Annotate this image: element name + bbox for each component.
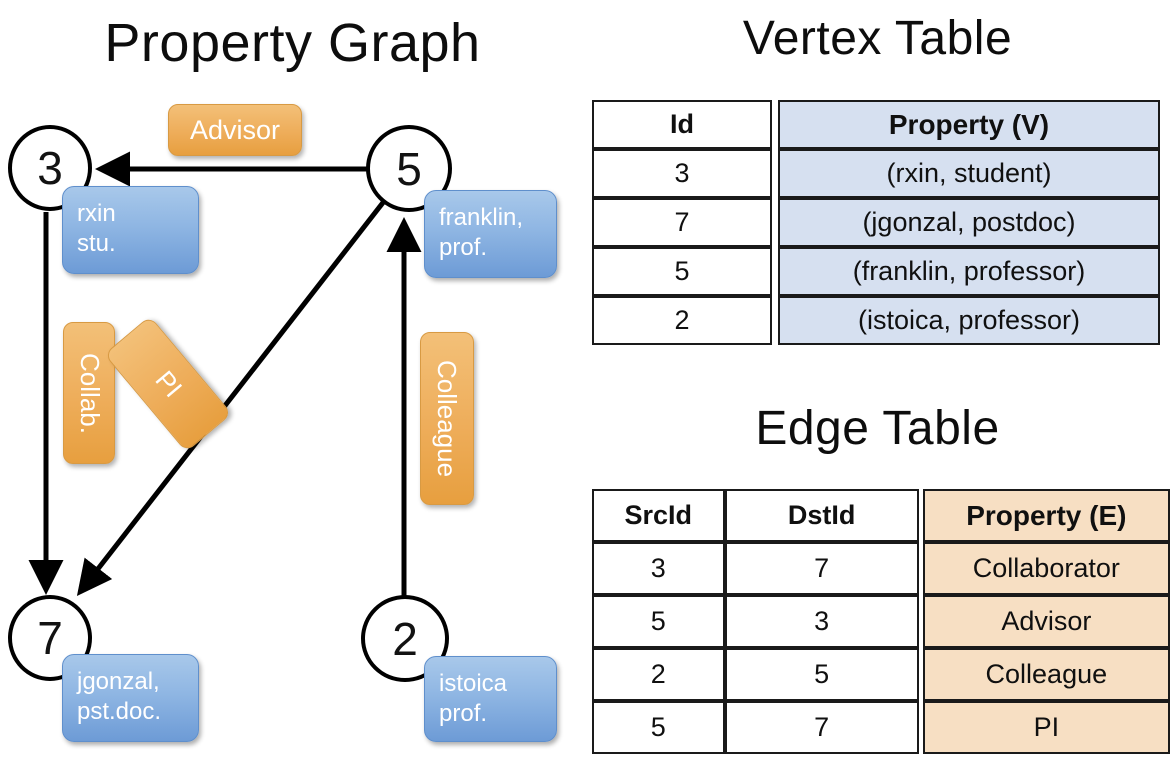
edge-badge-colleague-label: Colleague <box>432 359 463 478</box>
vertex-table-column-gap <box>772 100 778 149</box>
table-row: 2 (istoica, professor) <box>592 296 1160 345</box>
vertex-cell-id: 5 <box>592 247 772 296</box>
edge-table-column-gap <box>918 595 923 648</box>
node-label-5-line1: franklin, <box>439 204 524 231</box>
vertex-table-column-gap <box>772 296 778 345</box>
edge-badge-pi-label: PI <box>148 364 188 403</box>
node-label-3-line2: stu. <box>77 230 116 257</box>
edge-table: SrcId DstId Property (E) 3 7 Collaborato… <box>592 489 1170 754</box>
node-label-2-line1: istoica <box>439 670 508 697</box>
vertex-cell-property: (rxin, student) <box>778 149 1160 198</box>
vertex-table-header-property: Property (V) <box>778 100 1160 149</box>
edge-badge-collab: Collab. <box>63 322 115 464</box>
edge-cell-dstid: 5 <box>724 648 919 701</box>
vertex-table-column-gap <box>772 247 778 296</box>
table-row: 5 7 PI <box>592 701 1170 754</box>
edge-cell-srcid: 5 <box>592 701 725 754</box>
table-row: 5 (franklin, professor) <box>592 247 1160 296</box>
vertex-cell-property: (franklin, professor) <box>778 247 1160 296</box>
edge-table-column-gap <box>918 701 923 754</box>
vertex-table-header-id: Id <box>592 100 772 149</box>
graph-node-2[interactable]: 2 <box>361 595 449 682</box>
node-label-7-line2: pst.doc. <box>77 698 162 725</box>
graph-edges-layer <box>28 151 422 596</box>
edge-badge-colleague: Colleague <box>420 332 474 505</box>
property-graph-diagram: 3 5 7 2 rxin stu. franklin, prof. jgonza… <box>8 104 557 742</box>
graph-node-5[interactable]: 5 <box>366 125 452 212</box>
vertex-cell-id: 3 <box>592 149 772 198</box>
node-label-5-line2: prof. <box>439 234 488 261</box>
edge-cell-dstid: 7 <box>724 701 919 754</box>
node-label-2-line2: prof. <box>439 700 488 727</box>
vertex-cell-property: (istoica, professor) <box>778 296 1160 345</box>
page-title-property-graph: Property Graph <box>104 13 481 73</box>
edge-table-header-dstid: DstId <box>724 489 919 542</box>
table-row: 3 7 Collaborator <box>592 542 1170 595</box>
table-row: 5 3 Advisor <box>592 595 1170 648</box>
edge-table-header-srcid: SrcId <box>592 489 725 542</box>
edge-table-column-gap <box>918 489 923 542</box>
edge-5-to-7-pi <box>76 198 387 596</box>
edge-table-header-property: Property (E) <box>922 489 1170 542</box>
table-row: 3 (rxin, student) <box>592 149 1160 198</box>
edge-cell-srcid: 2 <box>592 648 725 701</box>
edge-badge-collab-label: Collab. <box>74 352 105 434</box>
edge-table-header-row: SrcId DstId Property (E) <box>592 489 1170 542</box>
edge-badge-advisor: Advisor <box>168 104 302 156</box>
edge-cell-property: Advisor <box>922 595 1170 648</box>
edge-cell-property: Collaborator <box>922 542 1170 595</box>
node-label-3: rxin stu. <box>62 186 199 274</box>
edge-table-column-gap <box>918 542 923 595</box>
vertex-table-header-row: Id Property (V) <box>592 100 1160 149</box>
node-label-2: istoica prof. <box>424 656 557 742</box>
node-label-7: jgonzal, pst.doc. <box>62 654 199 742</box>
node-label-7-line1: jgonzal, <box>77 668 160 695</box>
vertex-cell-id: 2 <box>592 296 772 345</box>
page-title-vertex-table: Vertex Table <box>742 12 1013 65</box>
table-row: 2 5 Colleague <box>592 648 1170 701</box>
vertex-table: Id Property (V) 3 (rxin, student) 7 (jgo… <box>592 100 1160 345</box>
edge-cell-srcid: 5 <box>592 595 725 648</box>
edge-cell-srcid: 3 <box>592 542 725 595</box>
vertex-table-column-gap <box>772 198 778 247</box>
edge-badge-advisor-label: Advisor <box>189 114 281 145</box>
edge-cell-dstid: 7 <box>724 542 919 595</box>
edge-cell-dstid: 3 <box>724 595 919 648</box>
edge-cell-property: PI <box>922 701 1170 754</box>
edge-cell-property: Colleague <box>922 648 1170 701</box>
node-label-5: franklin, prof. <box>424 190 557 278</box>
node-label-3-line1: rxin <box>77 200 116 227</box>
table-row: 7 (jgonzal, postdoc) <box>592 198 1160 247</box>
edge-table-column-gap <box>918 648 923 701</box>
vertex-cell-id: 7 <box>592 198 772 247</box>
page-title-edge-table: Edge Table <box>755 402 1000 455</box>
vertex-cell-property: (jgonzal, postdoc) <box>778 198 1160 247</box>
vertex-table-column-gap <box>772 149 778 198</box>
